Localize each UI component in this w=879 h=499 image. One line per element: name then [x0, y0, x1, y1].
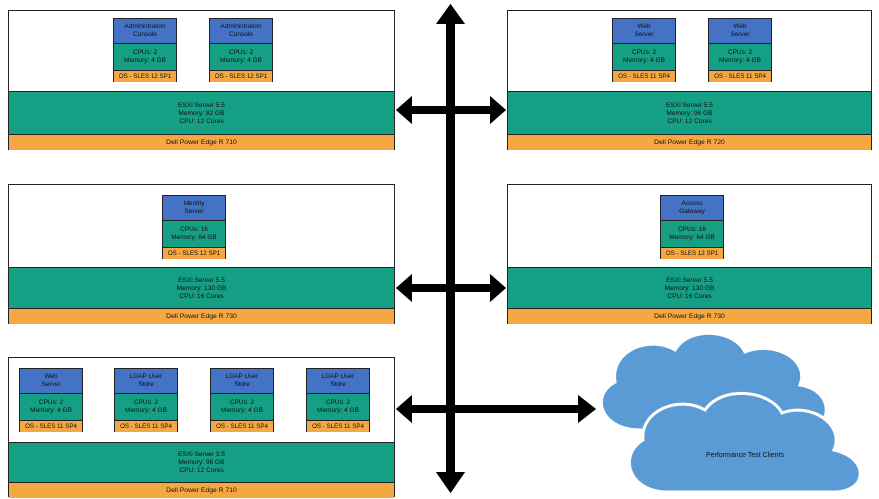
vm-card: LDAP User Store CPUs: 2 Memory: 4 GB OS … — [114, 368, 178, 432]
vm-cpus: CPUs: 16 — [180, 226, 208, 233]
vm-name: Web Server — [20, 369, 82, 394]
host-r730-gateway: Access Gateway CPUs: 16 Memory: 64 GB OS… — [507, 184, 872, 324]
host-r730-identity: Identity Server CPUs: 16 Memory: 64 GB O… — [8, 184, 395, 324]
host-r710-top: Administration Console CPUs: 2 Memory: 4… — [8, 10, 395, 150]
esxi-cpu: CPU: 12 Cores — [179, 117, 224, 125]
vm-os: OS - SLES 12 SP1 — [163, 248, 225, 259]
vm-card: Access Gateway CPUs: 16 Memory: 64 GB OS… — [660, 195, 724, 259]
vm-cpus: CPUs: 16 — [678, 226, 706, 233]
esxi-layer: ESXi Server 5.5 Memory: 82 GB CPU: 12 Co… — [9, 91, 394, 135]
vm-cpus: CPUs: 2 — [229, 399, 255, 406]
hardware-layer: Dell Power Edge R 710 — [9, 482, 394, 498]
vm-memory: Memory: 4 GB — [30, 407, 72, 414]
vm-card: LDAP User Store CPUs: 2 Memory: 4 GB OS … — [210, 368, 274, 432]
vm-memory: Memory: 4 GB — [317, 407, 359, 414]
vm-memory: Memory: 4 GB — [623, 57, 665, 64]
cloud-icon — [599, 331, 862, 493]
vm-memory: Memory: 4 GB — [220, 57, 262, 64]
vm-os: OS - SLES 12 SP1 — [661, 248, 723, 259]
vm-memory: Memory: 64 GB — [171, 234, 217, 241]
vm-card: Identity Server CPUs: 16 Memory: 64 GB O… — [162, 195, 226, 259]
vm-name: Access Gateway — [661, 196, 723, 221]
host-r710-bottom: Web Server CPUs: 2 Memory: 4 GB OS - SLE… — [8, 357, 395, 498]
vm-resources: CPUs: 2 Memory: 4 GB — [613, 44, 675, 71]
vm-os: OS - SLES 11 SP4 — [709, 71, 771, 82]
esxi-memory: Memory: 96 GB — [666, 109, 713, 117]
esxi-version: ESXi Server 5.5 — [178, 101, 225, 109]
esxi-version: ESXi Server 3.5 — [178, 450, 225, 458]
vm-card: Administration Console CPUs: 2 Memory: 4… — [113, 18, 177, 82]
hardware-layer: Dell Power Edge R 730 — [508, 308, 871, 324]
vm-cpus: CPUs: 2 — [132, 49, 158, 56]
vm-memory: Memory: 64 GB — [669, 234, 715, 241]
vm-resources: CPUs: 2 Memory: 4 GB — [709, 44, 771, 71]
link-arrow-row3 — [396, 395, 596, 423]
esxi-cpu: CPU: 16 Cores — [667, 292, 712, 300]
vm-cpus: CPUs: 2 — [38, 399, 64, 406]
vm-name: Administration Console — [114, 19, 176, 44]
vm-os: OS - SLES 11 SP4 — [307, 421, 369, 432]
hardware-layer: Dell Power Edge R 720 — [508, 134, 871, 150]
vm-memory: Memory: 4 GB — [221, 407, 263, 414]
vm-card: Web Server CPUs: 2 Memory: 4 GB OS - SLE… — [612, 18, 676, 82]
vm-resources: CPUs: 2 Memory: 4 GB — [115, 394, 177, 421]
vm-os: OS - SLES 11 SP4 — [20, 421, 82, 432]
vm-card: Web Server CPUs: 2 Memory: 4 GB OS - SLE… — [708, 18, 772, 82]
cloud-label: Performance Test Clients — [705, 452, 785, 459]
esxi-layer: ESXi Server 3.5 Memory: 96 GB CPU: 12 Co… — [9, 442, 394, 482]
hardware-layer: Dell Power Edge R 710 — [9, 134, 394, 150]
vm-name: LDAP User Store — [307, 369, 369, 394]
vm-memory: Memory: 4 GB — [125, 407, 167, 414]
esxi-cpu: CPU: 16 Cores — [179, 292, 224, 300]
esxi-layer: ESXi Server 5.5 Memory: 130 GB CPU: 16 C… — [508, 267, 871, 309]
esxi-layer: ESXi Server 5.5 Memory: 96 GB CPU: 12 Co… — [508, 91, 871, 135]
vm-resources: CPUs: 2 Memory: 4 GB — [210, 44, 272, 71]
vm-resources: CPUs: 2 Memory: 4 GB — [211, 394, 273, 421]
vm-resources: CPUs: 16 Memory: 64 GB — [661, 221, 723, 248]
esxi-memory: Memory: 82 GB — [178, 109, 225, 117]
vm-card: Web Server CPUs: 2 Memory: 4 GB OS - SLE… — [19, 368, 83, 432]
esxi-version: ESXi Server 5.5 — [178, 276, 225, 284]
vm-name: Web Server — [709, 19, 771, 44]
vm-resources: CPUs: 16 Memory: 64 GB — [163, 221, 225, 248]
vm-name: LDAP User Store — [211, 369, 273, 394]
esxi-cpu: CPU: 12 Cores — [667, 117, 712, 125]
vm-name: Identity Server — [163, 196, 225, 221]
esxi-cpu: CPU: 12 Cores — [179, 466, 224, 474]
vm-cpus: CPUs: 2 — [133, 399, 159, 406]
esxi-version: ESXi Server 5.5 — [666, 276, 713, 284]
vm-name: LDAP User Store — [115, 369, 177, 394]
vm-os: OS - SLES 12 SP1 — [210, 71, 272, 82]
vm-os: OS - SLES 11 SP4 — [613, 71, 675, 82]
host-r720: Web Server CPUs: 2 Memory: 4 GB OS - SLE… — [507, 10, 872, 150]
vm-name: Administration Console — [210, 19, 272, 44]
esxi-memory: Memory: 130 GB — [664, 284, 715, 292]
vm-card: LDAP User Store CPUs: 2 Memory: 4 GB OS … — [306, 368, 370, 432]
vm-cpus: CPUs: 2 — [228, 49, 254, 56]
vm-cpus: CPUs: 2 — [727, 49, 753, 56]
vm-memory: Memory: 4 GB — [124, 57, 166, 64]
vm-os: OS - SLES 12 SP1 — [114, 71, 176, 82]
vm-name: Web Server — [613, 19, 675, 44]
vm-os: OS - SLES 11 SP4 — [115, 421, 177, 432]
vm-resources: CPUs: 2 Memory: 4 GB — [114, 44, 176, 71]
vm-resources: CPUs: 2 Memory: 4 GB — [20, 394, 82, 421]
network-bus-arrow — [436, 4, 465, 493]
esxi-layer: ESXi Server 5.5 Memory: 130 GB CPU: 16 C… — [9, 267, 394, 309]
vm-card: Administration Console CPUs: 2 Memory: 4… — [209, 18, 273, 82]
vm-cpus: CPUs: 2 — [325, 399, 351, 406]
hardware-layer: Dell Power Edge R 730 — [9, 308, 394, 324]
vm-cpus: CPUs: 2 — [631, 49, 657, 56]
esxi-version: ESXi Server 5.5 — [666, 101, 713, 109]
vm-os: OS - SLES 11 SP4 — [211, 421, 273, 432]
esxi-memory: Memory: 130 GB — [176, 284, 227, 292]
esxi-memory: Memory: 96 GB — [178, 458, 225, 466]
vm-memory: Memory: 4 GB — [719, 57, 761, 64]
vm-resources: CPUs: 2 Memory: 4 GB — [307, 394, 369, 421]
